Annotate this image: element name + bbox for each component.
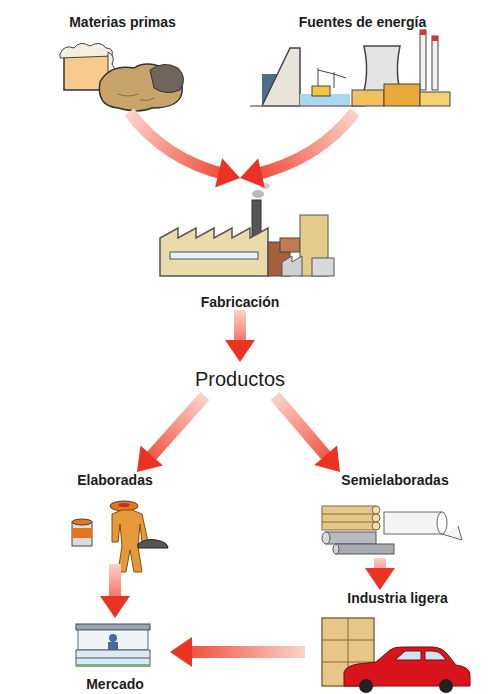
flow-arrow bbox=[129, 112, 240, 187]
diagram-node: Mercado bbox=[60, 618, 170, 692]
market-art-part bbox=[76, 624, 150, 630]
diagram-node: Semielaboradas bbox=[320, 472, 470, 558]
arrow-head bbox=[215, 158, 240, 187]
factory-art bbox=[160, 183, 334, 276]
energy-sources-art-part bbox=[420, 30, 426, 35]
factory-art-part bbox=[312, 258, 334, 276]
semi-finished-goods-art-part bbox=[333, 544, 339, 554]
market-art-part bbox=[108, 642, 118, 650]
node-label: Productos bbox=[195, 368, 285, 391]
finished-goods-art-part bbox=[72, 519, 92, 525]
flow-arrow bbox=[365, 558, 395, 590]
semi-finished-goods-art-part bbox=[336, 544, 394, 554]
energy-sources-art-part bbox=[420, 92, 450, 106]
factory-art-part bbox=[252, 190, 264, 198]
node-label: Industria ligera bbox=[347, 590, 447, 606]
arrow-head bbox=[225, 340, 255, 362]
flow-arrow bbox=[225, 310, 255, 362]
energy-sources-art-part bbox=[384, 84, 420, 106]
market-art-part bbox=[76, 650, 150, 666]
factory-art-part bbox=[282, 256, 302, 276]
energy-sources-art-part bbox=[250, 105, 365, 107]
flow-arrow bbox=[240, 112, 355, 188]
energy-sources-art-part bbox=[312, 86, 330, 96]
factory-art-part bbox=[170, 252, 258, 259]
arrow-head bbox=[137, 446, 163, 472]
arrow-head bbox=[240, 158, 265, 187]
market-art-part bbox=[109, 634, 117, 642]
finished-goods-art bbox=[72, 501, 168, 572]
semi-finished-goods-art-part bbox=[437, 512, 447, 534]
semi-finished-goods-art-part bbox=[326, 532, 376, 544]
factory-art-part bbox=[280, 238, 300, 252]
energy-sources-art-part bbox=[262, 48, 300, 106]
diagram-node: Industria ligera bbox=[305, 590, 490, 690]
market-art-part bbox=[76, 658, 150, 659]
arrow-head bbox=[365, 568, 395, 590]
diagram-node: Materias primas bbox=[55, 14, 190, 112]
node-label: Semielaboradas bbox=[341, 472, 448, 488]
arrow-head bbox=[170, 637, 192, 667]
semi-finished-goods-art-part bbox=[322, 532, 330, 544]
factory-art-part bbox=[160, 228, 268, 276]
finished-goods-art-part bbox=[72, 522, 92, 546]
arrow-shaft bbox=[146, 396, 205, 462]
light-industry-art-part bbox=[395, 651, 446, 660]
node-label: Fuentes de energía bbox=[299, 14, 427, 30]
energy-sources-art-part bbox=[420, 30, 426, 90]
light-industry-art bbox=[322, 618, 470, 693]
energy-sources-art-part bbox=[318, 68, 346, 88]
market-art-part bbox=[78, 630, 148, 650]
energy-sources-art-part bbox=[432, 36, 438, 41]
semi-finished-goods-art-part bbox=[322, 506, 376, 530]
semi-finished-goods-art bbox=[322, 506, 462, 554]
market-art-part bbox=[76, 664, 150, 667]
diagram-node: Elaboradas bbox=[60, 472, 170, 564]
finished-goods-art-part bbox=[138, 540, 168, 549]
diagram-node: Fabricación bbox=[150, 178, 330, 310]
semi-finished-goods-art-part bbox=[384, 512, 442, 534]
arrow-shaft bbox=[275, 396, 331, 462]
flow-arrow bbox=[170, 637, 305, 667]
raw-materials-art-part bbox=[150, 64, 184, 92]
raw-materials-art-part bbox=[60, 43, 112, 58]
market-art bbox=[76, 624, 150, 667]
energy-sources-art bbox=[250, 30, 450, 106]
diagram-node: Productos bbox=[170, 362, 310, 396]
light-industry-art-part bbox=[439, 679, 453, 693]
diagram-node: Fuentes de energía bbox=[255, 14, 470, 112]
arrow-head bbox=[314, 446, 340, 472]
raw-materials-art-part bbox=[118, 94, 154, 101]
raw-materials-art bbox=[60, 43, 184, 111]
energy-sources-art-part bbox=[352, 90, 384, 106]
node-label: Materias primas bbox=[69, 14, 176, 30]
finished-goods-art-part bbox=[72, 528, 92, 538]
arrow-shaft bbox=[129, 112, 227, 175]
flow-arrow bbox=[137, 396, 205, 472]
arrow-shaft bbox=[253, 112, 355, 175]
node-label: Mercado bbox=[86, 676, 144, 692]
semi-finished-goods-art-part bbox=[372, 506, 380, 514]
arrow-head bbox=[100, 596, 130, 618]
semi-finished-goods-art-part bbox=[322, 514, 376, 522]
energy-sources-art-part bbox=[432, 36, 438, 90]
light-industry-art-part bbox=[359, 679, 373, 693]
flow-arrow bbox=[100, 564, 130, 618]
semi-finished-goods-art-part bbox=[372, 522, 380, 530]
node-label: Elaboradas bbox=[77, 472, 152, 488]
finished-goods-art-part bbox=[118, 503, 130, 507]
node-label: Fabricación bbox=[201, 294, 280, 310]
arrow-shaft bbox=[183, 646, 305, 658]
semi-finished-goods-art-part bbox=[372, 514, 380, 522]
flow-arrow bbox=[275, 396, 340, 472]
